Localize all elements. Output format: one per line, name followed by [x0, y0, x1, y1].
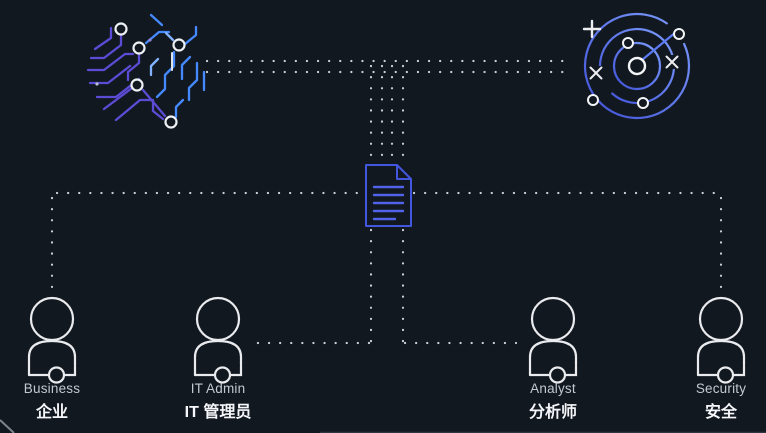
user-icon-business	[27, 296, 77, 384]
user-icon-security	[696, 296, 746, 384]
radar-detection-icon	[582, 12, 691, 120]
dotted-connectors	[50, 59, 723, 345]
user-icon-it-admin	[193, 296, 243, 384]
radar-blip-circles	[587, 28, 685, 109]
user-icon-analyst	[528, 296, 578, 384]
document-icon	[365, 164, 412, 227]
radar-sweep-line	[640, 30, 678, 62]
ai-circuit-brain-icon	[86, 13, 206, 129]
radar-center-node	[627, 56, 647, 76]
document-text-lines	[372, 185, 405, 221]
corner-decoration-line	[0, 419, 15, 433]
radar-x-marks	[589, 55, 679, 80]
radar-plus-mark	[582, 19, 602, 39]
